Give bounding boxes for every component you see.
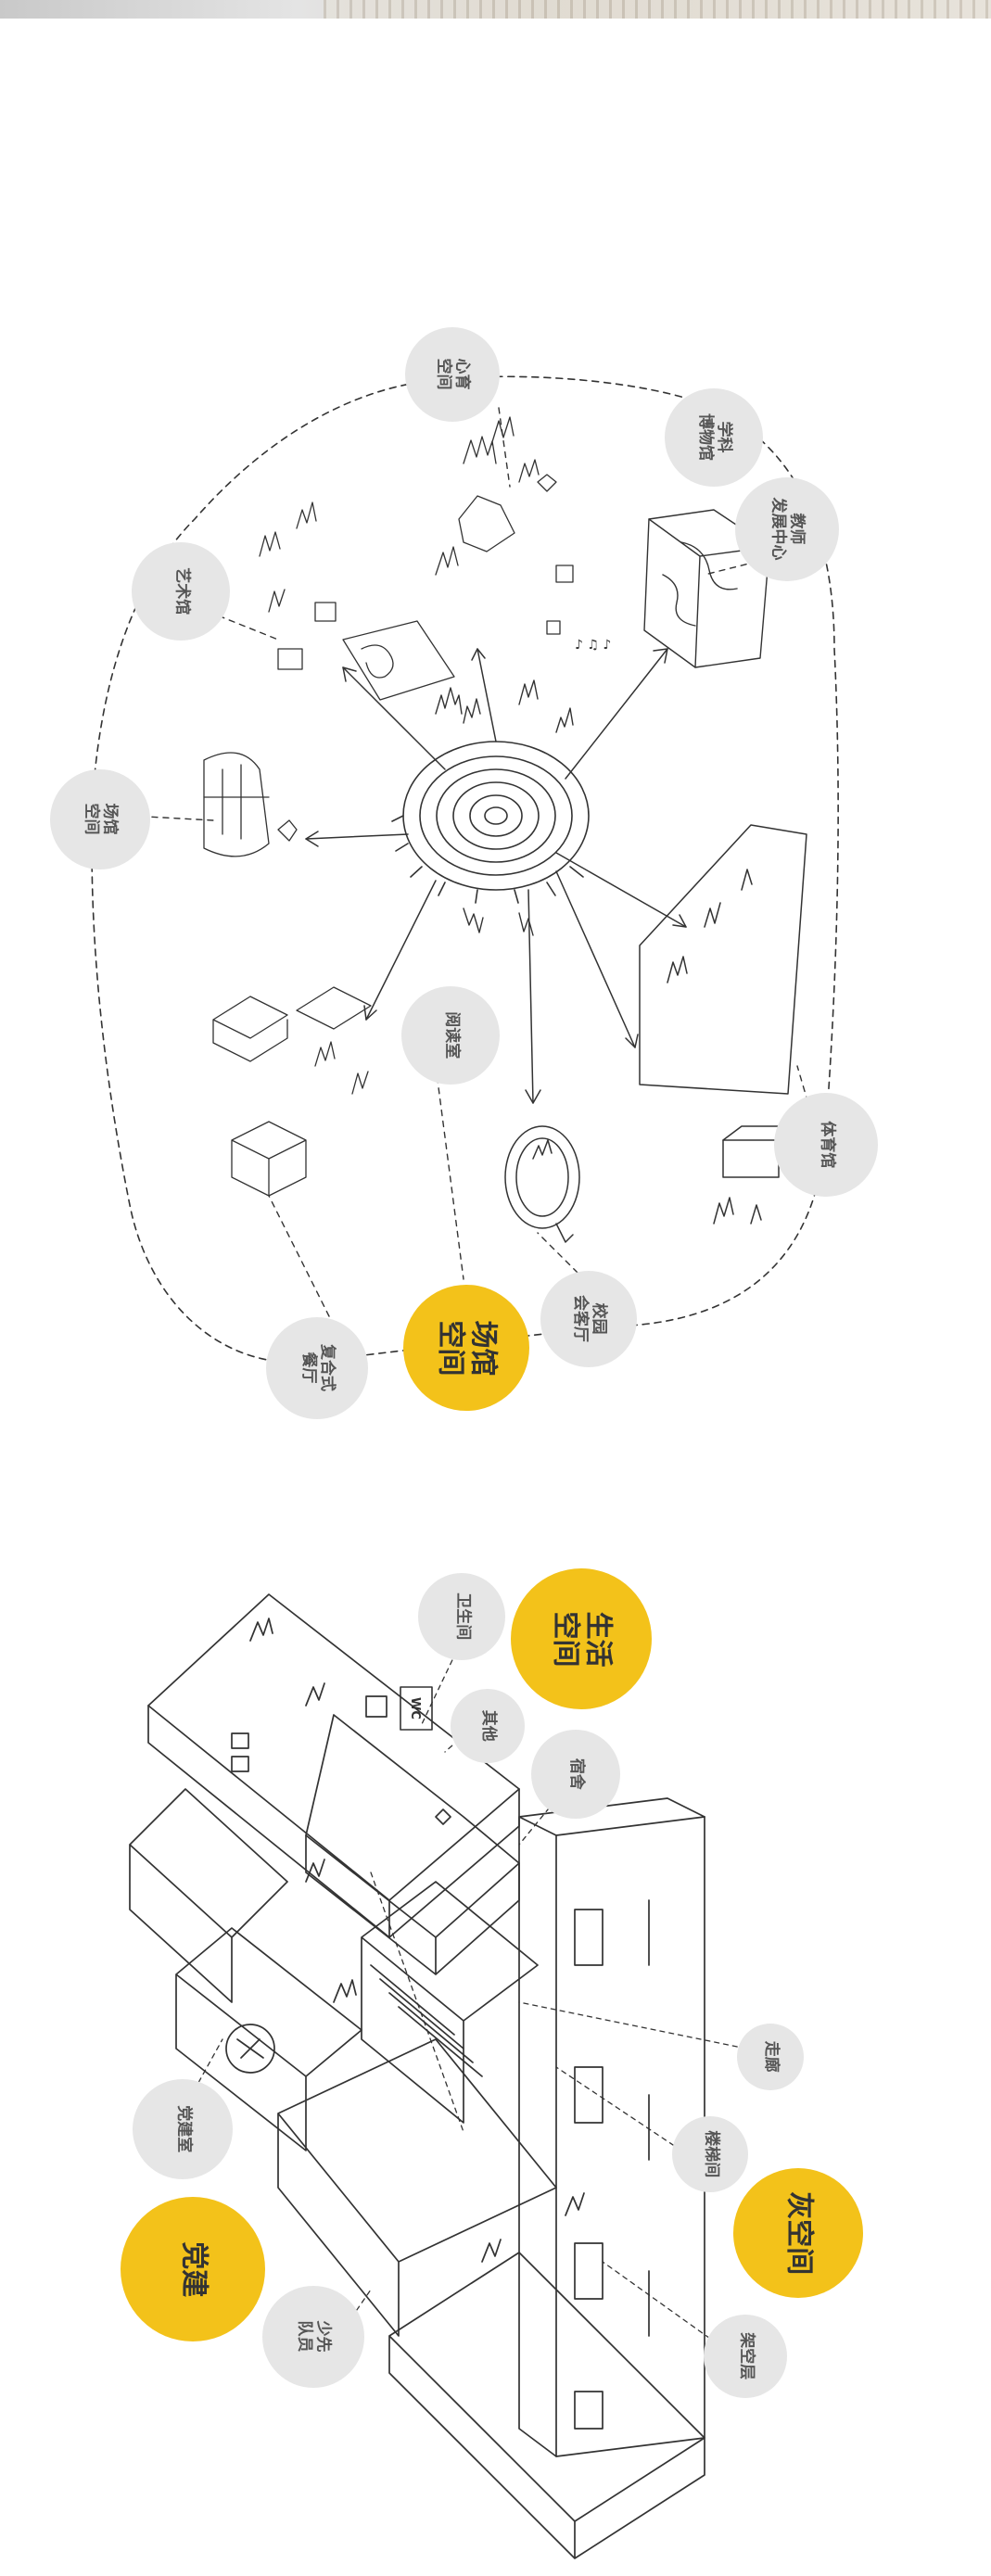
label-venue-space-small: 场馆 空间 — [50, 769, 150, 869]
label-teacher-center: 教师 发展中心 — [735, 477, 839, 581]
reception-oval — [504, 1125, 580, 1243]
venue-space-cluster — [203, 752, 298, 857]
label-heart-space: 心育 空间 — [405, 327, 500, 422]
wc-box — [400, 1686, 433, 1731]
label-art-gallery: 艺术馆 — [132, 542, 230, 641]
photo-strip — [0, 0, 991, 19]
label-gymnasium: 体育馆 — [774, 1093, 878, 1197]
label-corridor: 走廊 — [737, 2024, 804, 2090]
building-axonometric — [129, 1593, 705, 2559]
radial-arrows — [305, 648, 687, 1104]
category-living-space: 生活 空间 — [511, 1568, 652, 1709]
label-dorm: 宿舍 — [531, 1730, 620, 1819]
label-young-pioneers: 少先 队员 — [262, 2286, 364, 2388]
category-grey-space: 灰空间 — [733, 2168, 863, 2298]
stage-figures — [435, 679, 574, 936]
label-other: 其他 — [451, 1689, 525, 1763]
art-gallery-cluster — [259, 501, 455, 701]
wc-sign: WC — [408, 1697, 422, 1719]
label-subject-museum: 学科 博物馆 — [665, 388, 763, 487]
svg-text:♪ ♫ ♪: ♪ ♫ ♪ — [575, 638, 611, 653]
label-toilet: 卫生间 — [418, 1573, 505, 1660]
label-dining: 复合式 餐厅 — [266, 1317, 368, 1419]
label-campus-reception: 校园 会客厅 — [540, 1271, 637, 1367]
heart-space-cluster: ♪ ♫ ♪ — [435, 416, 611, 653]
label-reading-room: 阅读室 — [401, 986, 500, 1085]
label-stairwell: 楼梯间 — [672, 2116, 748, 2192]
label-party-room: 党建室 — [133, 2079, 233, 2179]
category-party-building: 党建 — [121, 2197, 265, 2341]
reading-room-cluster — [212, 986, 372, 1197]
category-venue-space: 场馆 空间 — [403, 1285, 529, 1411]
label-stilt-floor: 架空层 — [704, 2315, 787, 2398]
